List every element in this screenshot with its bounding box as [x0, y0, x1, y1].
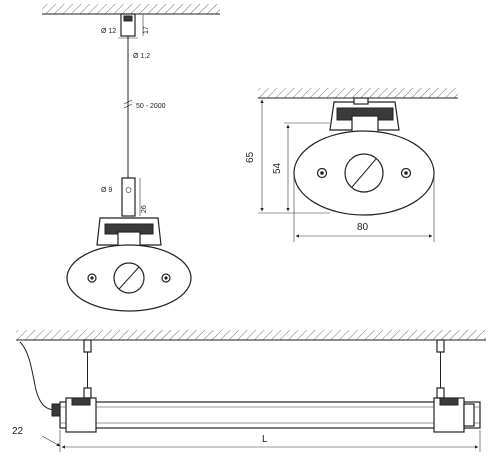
clamp-left	[83, 387, 92, 399]
wire-break-mark-1	[123, 99, 133, 105]
ceiling-hatch-top-right	[258, 88, 458, 98]
clamp-right	[436, 387, 445, 399]
suspended-fixture-view: Ø 12 17 Ø 1,2 50 - 2000 Ø 9 26	[42, 4, 220, 312]
housing-screw-left-dot-right	[320, 171, 324, 175]
suspension-length-label: 50 - 2000	[136, 103, 166, 110]
ceiling-hatch-top-left	[42, 4, 220, 14]
bracket-top-screw	[353, 97, 369, 105]
cap-diameter-label: Ø 12	[101, 28, 116, 35]
end-cap-right-clip	[439, 397, 459, 406]
dim-line-22	[41, 435, 61, 447]
wire-clamp	[121, 177, 136, 217]
ceiling-hatch-bottom	[16, 330, 486, 340]
cable-gland-slot	[118, 266, 140, 290]
clamp-height-label: 26	[141, 205, 148, 213]
supply-cable	[19, 341, 57, 411]
cable-gland-slot-right	[351, 158, 377, 188]
clamp-screw	[125, 187, 132, 193]
body-width-label: 80	[357, 222, 369, 233]
wire-diameter-label: Ø 1,2	[133, 53, 150, 60]
body-height-label: 54	[272, 162, 283, 174]
housing-screw-right-dot	[164, 276, 168, 280]
housing-screw-left-dot	[90, 276, 94, 280]
overall-height-label: 65	[245, 151, 256, 163]
ceiling-cap-right	[436, 339, 445, 353]
ceiling-cap-left	[83, 339, 92, 353]
side-view: 22 L	[12, 330, 486, 452]
clamp-diameter-label: Ø 9	[101, 187, 112, 194]
length-label: L	[262, 434, 268, 445]
cap-height-label: 17	[143, 26, 150, 34]
end-cap-left-clip	[71, 397, 91, 406]
wire-break-mark-2	[123, 103, 133, 109]
bracket-centre-right	[351, 115, 379, 133]
bracket-centre	[117, 231, 141, 247]
luminaire-tube	[59, 401, 481, 429]
cable-entry	[51, 403, 61, 417]
end-offset-label: 22	[12, 426, 24, 437]
housing-screw-right-dot-right	[404, 171, 408, 175]
end-plug-right	[463, 403, 475, 427]
ceiling-cap-screw	[123, 15, 133, 22]
surface-mount-view: 65 54 80	[245, 88, 458, 242]
